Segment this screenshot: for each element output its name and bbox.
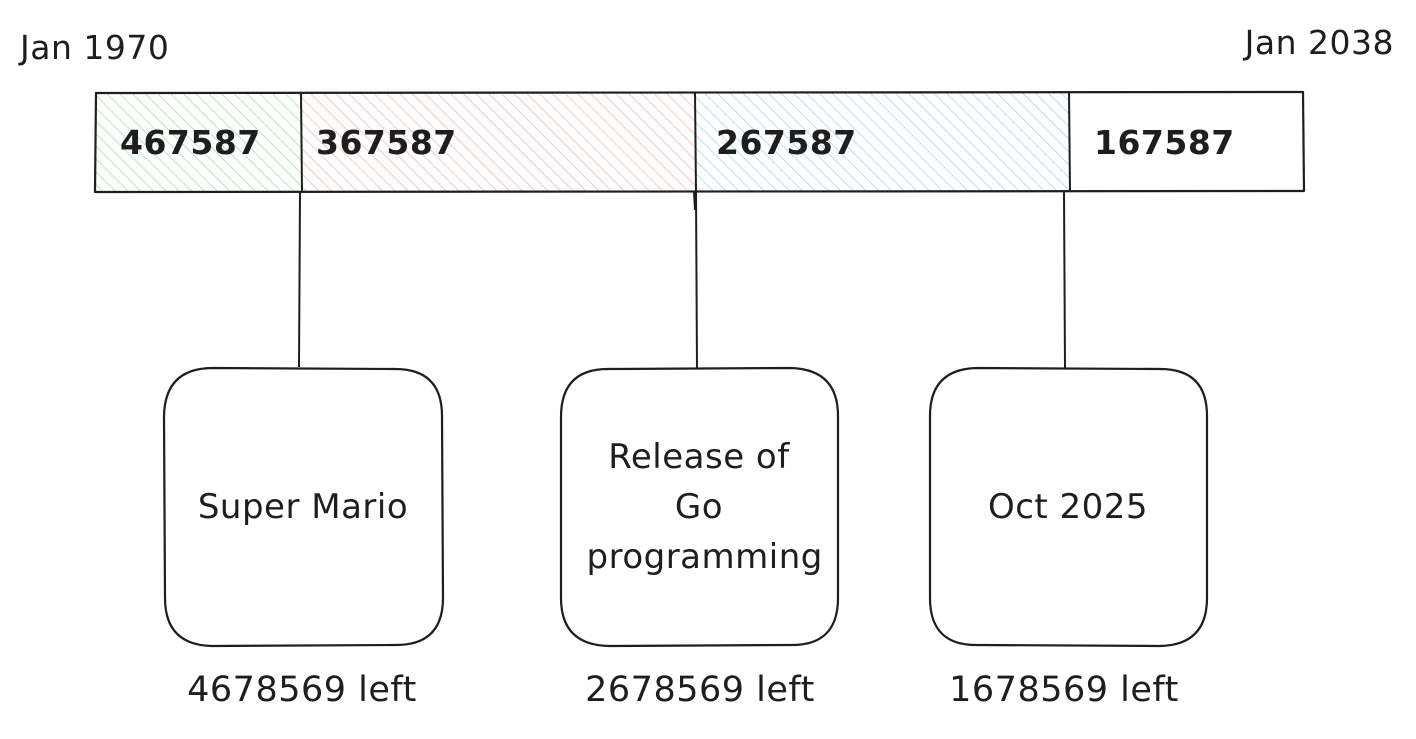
segment-value: 367587 — [316, 122, 457, 162]
remaining-label: 4678569 left — [187, 670, 417, 710]
segment-value: 167587 — [1094, 122, 1235, 162]
segment-fill-red — [301, 93, 695, 191]
connector-line — [1063, 191, 1066, 369]
remaining-label: 1678569 left — [949, 670, 1179, 710]
connector-line — [693, 191, 698, 369]
event-label: Release of Go programming — [586, 437, 823, 577]
segment-divider — [300, 92, 303, 193]
remaining-label: 2678569 left — [585, 670, 815, 710]
event-box-go-release: Release of Go programming — [561, 369, 837, 645]
event-box-oct-2025: Oct 2025 — [930, 369, 1206, 645]
segment-fill-green — [96, 93, 301, 191]
timeline-bar-outline — [93, 90, 1306, 194]
segment-divider — [694, 91, 697, 193]
event-box-outline — [559, 366, 840, 648]
segment-red: 367587 — [316, 93, 457, 191]
event-label: Super Mario — [197, 487, 409, 527]
segment-fill-blue — [695, 93, 1069, 191]
connector-line — [298, 191, 301, 368]
segment-blue: 267587 — [716, 93, 857, 191]
event-label: Oct 2025 — [987, 487, 1149, 527]
segment-divider — [1068, 91, 1071, 193]
event-box-super-mario: Super Mario — [165, 369, 441, 645]
segment-value: 267587 — [716, 122, 857, 162]
event-box-outline — [928, 366, 1209, 648]
event-box-outline — [162, 366, 445, 648]
timeline-end-label: Jan 2038 — [1244, 23, 1394, 62]
segment-white: 167587 — [1094, 93, 1235, 191]
timeline-start-label: Jan 1970 — [20, 28, 170, 67]
segment-value: 467587 — [120, 122, 261, 162]
segment-green: 467587 — [120, 93, 261, 191]
